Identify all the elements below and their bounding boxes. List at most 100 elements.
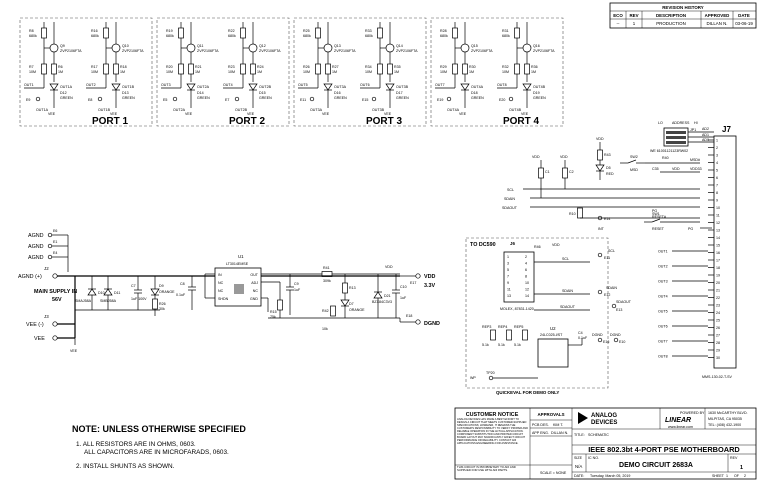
term-ref: E20 xyxy=(499,98,505,102)
rev-description: PRODUCTION xyxy=(656,21,686,26)
out-label: OUT2B xyxy=(259,85,272,89)
res-value: 1M xyxy=(531,70,536,74)
agnd-label-1: AGND xyxy=(28,233,44,239)
res-ref: R6 xyxy=(58,65,63,69)
res-ref: R20 xyxy=(166,65,173,69)
fet-ref: Q12 xyxy=(259,44,266,48)
res-ref: R7 xyxy=(29,65,34,69)
sig-label: OUT2 xyxy=(86,83,96,87)
j7-pin-number: 26 xyxy=(716,326,720,330)
res-value: 10M xyxy=(440,70,447,74)
ad2-label: AD2 xyxy=(702,127,709,131)
fet-part: ZVP2106FTA xyxy=(60,49,82,53)
j6-pin-number: 3 xyxy=(507,262,509,266)
port-channel-1: R25680kQ13ZVP2106FTAR2610MR271MOUT3AD16G… xyxy=(298,22,356,116)
port-channel-1: R19680kQ11ZVP2106FTAR2010MR211MOUT2AD14G… xyxy=(161,22,219,116)
j6-pin-number: 7 xyxy=(507,275,509,279)
vdd-out-value: 3.3V xyxy=(424,283,435,289)
i2c-vdd-1: VDD xyxy=(532,155,540,159)
vee-label: VEE xyxy=(110,112,118,116)
dc590-sdaout: SDAOUT xyxy=(560,305,576,309)
res-value: 680k xyxy=(29,34,37,38)
j7-pin-number: 7 xyxy=(716,183,718,187)
c7-ref: C7 xyxy=(131,284,136,288)
d5-part: RED xyxy=(606,172,614,176)
res-ref: R30 xyxy=(469,65,476,69)
tvs-diode-d11: D11 SMBJ58A xyxy=(100,276,120,310)
j7-pin-number: 10 xyxy=(716,206,720,210)
led-color: GREEN xyxy=(197,96,210,100)
e13-label: SDAOUT xyxy=(616,300,632,304)
port-channel-2: R33680kQ14ZVP2106FTAR3410MR351MOUT3BD17G… xyxy=(360,22,418,116)
r15-value: 75k xyxy=(270,315,276,319)
j6-pin-number: 12 xyxy=(525,288,529,292)
agnd-terminal-2: AGND E1 xyxy=(28,240,68,250)
rev-approved: DILLAN N. xyxy=(707,21,728,26)
scl-net-label: SCL xyxy=(507,188,514,192)
address-jumper-section: LO ADDRESS HI JP1 WE 61001121123RW02 R40… xyxy=(620,121,714,231)
res-value: 10M xyxy=(91,70,98,74)
res-value: 10M xyxy=(365,70,372,74)
capacitor-c7: C7 1uF 100V xyxy=(131,276,147,310)
j7-pin-number: 28 xyxy=(716,341,720,345)
company-name-2: DEVICES xyxy=(591,420,617,426)
int-net-label: INT xyxy=(598,227,605,231)
led-ref: D18 xyxy=(471,91,478,95)
r42-ref: R42 xyxy=(322,309,329,313)
green-led-icon xyxy=(460,83,470,91)
agnd-label-2: AGND xyxy=(28,244,44,250)
led-ref: D14 xyxy=(197,91,204,95)
e12-label: SDAIN xyxy=(606,286,617,290)
switch-sw2-icon[interactable] xyxy=(627,159,637,164)
out-signal-label: OUT5 xyxy=(658,309,668,313)
fet-part: ZVP2106FTA xyxy=(533,49,555,53)
green-led-icon xyxy=(49,83,59,91)
agnd-term-ref-1: E6 xyxy=(53,229,57,233)
resistor-icon xyxy=(490,329,496,341)
e10-label: DGND xyxy=(610,333,621,337)
customer-notice-title: CUSTOMER NOTICE xyxy=(466,412,519,418)
c4-ref: C4 xyxy=(578,331,583,335)
res-ref: R25 xyxy=(303,29,310,33)
port-block-2: PORT 2R19680kQ11ZVP2106FTAR2010MR211MOUT… xyxy=(156,17,290,127)
analog-devices-logo-icon xyxy=(578,412,588,424)
out-signal-label: OUT7 xyxy=(658,339,668,343)
dc590-scl: SCL xyxy=(562,257,569,261)
note-2: 2. INSTALL SHUNTS AS SHOWN. xyxy=(76,463,175,470)
e17-ref: E17 xyxy=(410,281,416,285)
term-ref: E8 xyxy=(88,98,92,102)
led-ref: D16 xyxy=(334,91,341,95)
d21-part: BZX84C3V3 xyxy=(372,300,392,304)
fet-part: ZVP2106FTA xyxy=(471,49,493,53)
title-block: CUSTOMER NOTICE ANALOG DEVICES HAS MADE … xyxy=(454,407,757,480)
e12-terminal-icon xyxy=(597,289,603,295)
c35-ref: C35 xyxy=(652,167,659,171)
rev-label: REV xyxy=(730,456,738,460)
term-ref: E11 xyxy=(300,98,306,102)
out-label: OUT4B xyxy=(533,85,546,89)
out-label: OUT3B xyxy=(396,85,409,89)
out-terminal-label: OUT1A xyxy=(36,108,49,112)
fet-part: ZVP2106FTA xyxy=(396,49,418,53)
j6-pin-number: 11 xyxy=(507,288,511,292)
i2c-pullup-section: VDD VDD VDD C1 C2 R43 D5 RED R10 E14 INT… xyxy=(502,137,700,231)
rev-value: 1 xyxy=(740,465,743,471)
res-ref: R36 xyxy=(531,65,538,69)
res-value: 680k xyxy=(166,34,174,38)
fet-part: ZVP2106FTA xyxy=(334,49,356,53)
out-label: OUT3A xyxy=(334,85,347,89)
r41-value: 309k xyxy=(323,279,331,283)
u1-pin-out: OUT xyxy=(250,273,258,277)
out-signal-label: OUT3 xyxy=(658,279,668,283)
r42-value: 10k xyxy=(322,327,328,331)
led-color: GREEN xyxy=(533,96,546,100)
regulator-u1: U1 LT3014EMSE IN NC NC SHDN OUT ADJ NC G… xyxy=(176,254,440,331)
ad1-label: AD1 xyxy=(702,133,709,137)
r15-ref: R15 xyxy=(270,310,277,314)
out-terminal-label: OUT1B xyxy=(98,108,111,112)
sig-label: OUT7 xyxy=(435,83,445,87)
switch-sw1-icon[interactable] xyxy=(651,218,661,223)
out-terminal-label: OUT2A xyxy=(173,108,186,112)
vdd-net-label-2: VDD xyxy=(672,167,680,171)
